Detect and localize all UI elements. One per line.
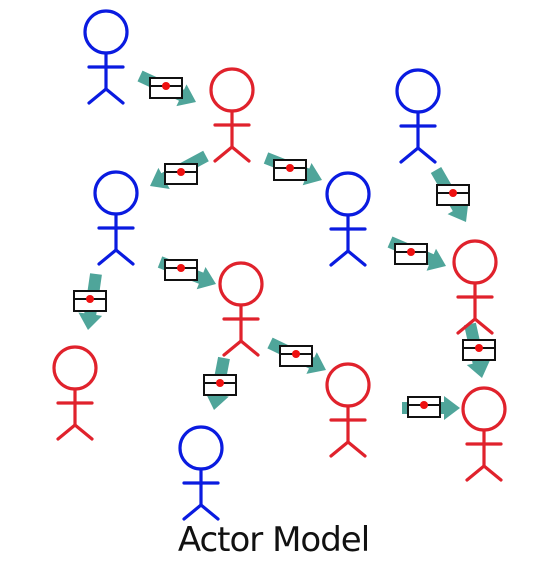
actor-right-leg xyxy=(346,249,367,267)
envelope-seal xyxy=(162,82,170,90)
actor-figure xyxy=(325,171,371,267)
message-envelope xyxy=(73,290,107,312)
actor-head xyxy=(93,170,139,216)
actor-right-leg xyxy=(473,317,494,335)
actor-right-leg xyxy=(482,464,503,482)
envelope-seal xyxy=(86,295,94,303)
actor-head xyxy=(325,171,371,217)
actor-right-leg xyxy=(104,87,125,105)
envelope-seal xyxy=(286,164,294,172)
actor-head xyxy=(218,261,264,307)
actor-figure xyxy=(83,9,129,105)
message-envelope xyxy=(164,163,198,185)
actor-figure xyxy=(395,68,441,164)
actors-layer xyxy=(52,9,507,521)
actor-figure xyxy=(52,345,98,441)
message-envelope xyxy=(436,184,470,206)
message-envelope xyxy=(164,259,198,281)
actor-right-leg xyxy=(73,423,94,441)
actor-left-leg xyxy=(182,503,203,521)
envelope-seal xyxy=(177,168,185,176)
actor-figure xyxy=(178,425,224,521)
actor-figure xyxy=(209,67,255,163)
actor-head xyxy=(83,9,129,55)
actor-figure xyxy=(218,261,264,357)
message-envelope xyxy=(407,396,441,418)
actor-left-leg xyxy=(213,145,234,163)
envelope-seal xyxy=(475,344,483,352)
actor-head xyxy=(209,67,255,113)
actor-head xyxy=(452,239,498,285)
actor-right-leg xyxy=(416,146,437,164)
actor-left-leg xyxy=(456,317,477,335)
actor-left-leg xyxy=(329,440,350,458)
actor-head xyxy=(395,68,441,114)
actor-head xyxy=(325,362,371,408)
actor-left-leg xyxy=(97,248,118,266)
actor-figure xyxy=(461,386,507,482)
envelope-seal xyxy=(177,264,185,272)
actor-left-leg xyxy=(465,464,486,482)
message-envelope xyxy=(462,339,496,361)
actor-left-leg xyxy=(56,423,77,441)
envelope-seal xyxy=(292,350,300,358)
message-envelope xyxy=(273,159,307,181)
envelope-seal xyxy=(420,401,428,409)
envelopes-layer xyxy=(73,77,496,418)
actor-figure xyxy=(452,239,498,335)
actor-right-leg xyxy=(199,503,220,521)
actor-right-leg xyxy=(346,440,367,458)
envelope-seal xyxy=(407,248,415,256)
envelope-seal xyxy=(449,189,457,197)
actor-head xyxy=(178,425,224,471)
actor-left-leg xyxy=(222,339,243,357)
actor-figure xyxy=(93,170,139,266)
actor-head xyxy=(52,345,98,391)
actor-right-leg xyxy=(239,339,260,357)
actor-right-leg xyxy=(114,248,135,266)
actor-left-leg xyxy=(399,146,420,164)
arrows-layer xyxy=(78,70,491,420)
message-envelope xyxy=(394,243,428,265)
actor-left-leg xyxy=(87,87,108,105)
message-envelope xyxy=(279,345,313,367)
actor-head xyxy=(461,386,507,432)
actor-right-leg xyxy=(230,145,251,163)
message-envelope xyxy=(203,374,237,396)
actor-figure xyxy=(325,362,371,458)
envelope-seal xyxy=(216,379,224,387)
diagram-caption: Actor Model xyxy=(177,520,370,560)
actor-left-leg xyxy=(329,249,350,267)
message-envelope xyxy=(149,77,183,99)
